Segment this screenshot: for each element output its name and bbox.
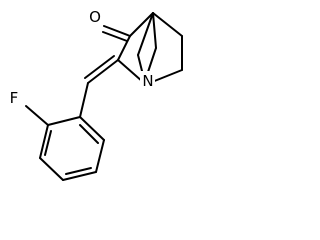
exocyclic-double-bond [79, 55, 119, 118]
oxygen-label: O [89, 8, 101, 26]
bond-bridgehead-back [137, 12, 154, 56]
bond-exo-double-2 [84, 55, 115, 79]
bond-ring-4 [62, 171, 97, 181]
bond-c2-n [117, 59, 144, 83]
atom-labels: O N F [7, 8, 155, 107]
bond-mid-n [146, 47, 157, 76]
bond-exo-double-1 [87, 59, 119, 84]
bond-ring-inner-1 [44, 130, 52, 156]
bond-bridgehead-mid [152, 12, 157, 49]
bond-ring-inner-3 [79, 124, 99, 144]
bond-c-f [25, 105, 49, 126]
bond-c3-bridgehead [129, 12, 154, 37]
fluorine-label-bg [7, 88, 22, 106]
bond-vinyl-aryl [79, 82, 89, 118]
molecule-structure: O N F [7, 8, 183, 181]
bond-ring-1 [47, 116, 81, 126]
bond-ring-6 [79, 116, 105, 141]
bond-ring-2 [39, 124, 49, 159]
bond-carbonyl-c-o-2 [102, 31, 128, 42]
bond-ring-5 [95, 139, 105, 173]
fluorophenyl-ring [25, 105, 105, 181]
bond-carbonyl-c-c [117, 35, 131, 61]
bond-bridgehead-right [152, 12, 183, 37]
bond-ring-3 [39, 157, 64, 181]
nitrogen-label: N [142, 72, 153, 90]
bond-carbonyl-c-o-1 [103, 25, 131, 37]
oxygen-label-bg [87, 8, 102, 26]
bond-right-n [151, 69, 183, 83]
fluorine-label: F [10, 89, 19, 107]
nitrogen-label-bg [140, 71, 155, 89]
bicyclic-core [102, 12, 183, 83]
bond-ring-inner-2 [65, 167, 92, 175]
